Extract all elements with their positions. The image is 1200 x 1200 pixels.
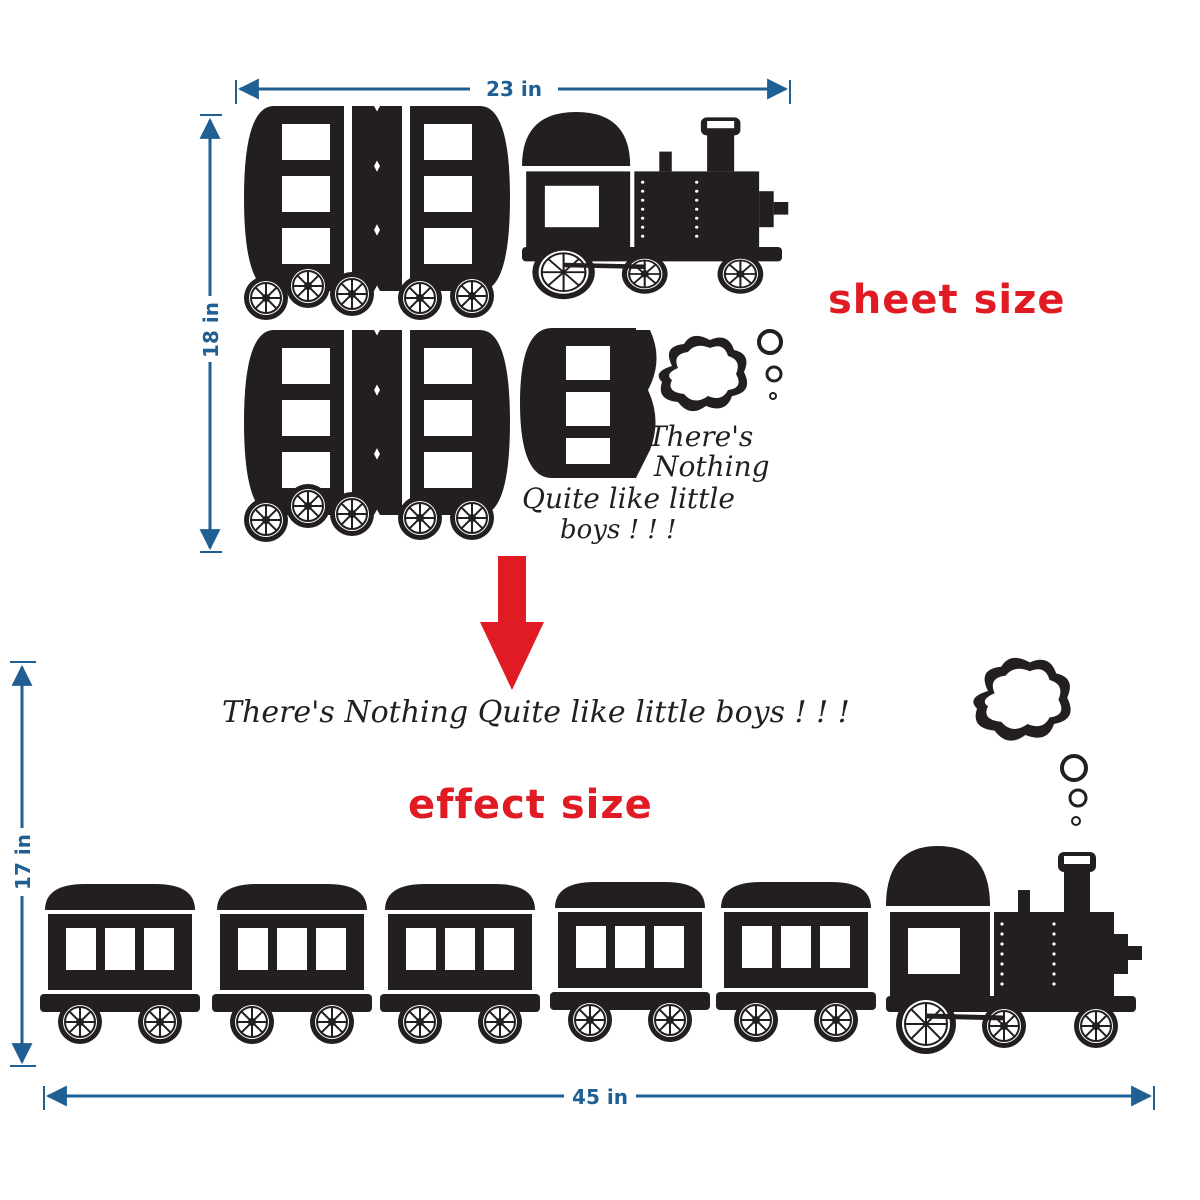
effect-puff-circles — [1060, 754, 1088, 826]
sheet-car-4 — [371, 330, 510, 515]
effect-train — [40, 657, 1142, 1054]
effect-quote: There's Nothing Quite like little boys !… — [222, 695, 850, 730]
sheet-half-car — [520, 328, 657, 478]
sheet-width-label: 23 in — [486, 77, 542, 101]
sheet-cloud — [658, 335, 748, 412]
sheet-width-dimension: 23 in — [235, 77, 791, 104]
sheet-quote: There's Nothing Quite like little boys !… — [522, 420, 770, 545]
passenger-car-4 — [550, 882, 710, 1042]
effect-height-dimension: 17 in — [10, 661, 36, 1067]
effect-width-label: 45 in — [572, 1085, 628, 1109]
locomotive — [886, 846, 1142, 1054]
sheet-puff-circles — [757, 329, 783, 400]
effect-size-label: effect size — [408, 782, 653, 828]
svg-text:Quite like little: Quite like little — [522, 482, 735, 515]
sheet-car-1 — [244, 106, 383, 291]
passenger-car-3 — [380, 884, 540, 1044]
sheet-height-dimension: 18 in — [199, 114, 223, 553]
sheet-size-label: sheet size — [828, 277, 1066, 323]
svg-text:Nothing: Nothing — [653, 450, 770, 483]
transform-arrow — [480, 556, 544, 690]
decal-sheet: There's Nothing Quite like little boys !… — [243, 106, 788, 545]
sheet-locomotive — [522, 112, 788, 299]
svg-text:There's: There's — [648, 420, 753, 453]
passenger-car-1 — [40, 884, 200, 1044]
passenger-car-2 — [212, 884, 372, 1044]
svg-text:boys ! ! !: boys ! ! ! — [560, 515, 676, 545]
passenger-car-5 — [716, 882, 876, 1042]
sheet-height-label: 18 in — [199, 302, 223, 358]
sheet-car-2 — [371, 106, 510, 291]
effect-cloud — [973, 657, 1071, 741]
effect-height-label: 17 in — [11, 834, 35, 890]
effect-width-dimension: 45 in — [43, 1085, 1155, 1110]
